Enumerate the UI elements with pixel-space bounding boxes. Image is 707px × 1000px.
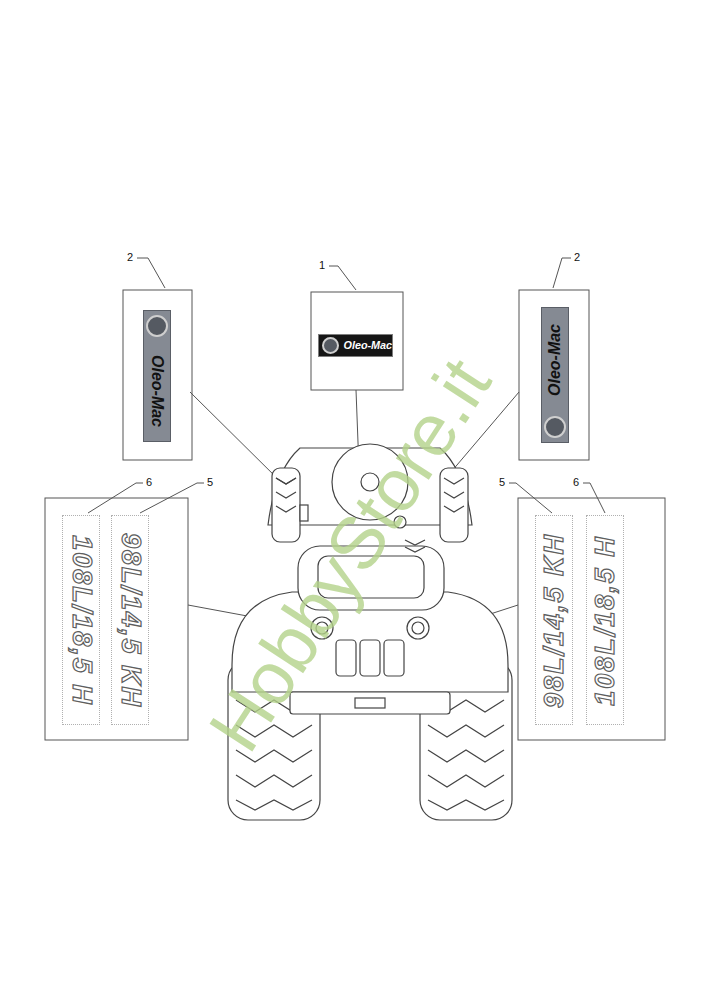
logo-decal: Oleo-Mac bbox=[318, 334, 393, 357]
callout-number: 6 bbox=[146, 477, 152, 488]
callout-number: 2 bbox=[127, 252, 133, 263]
logo-mark bbox=[544, 416, 566, 438]
callout-number: 5 bbox=[207, 477, 213, 488]
model-decal: 108L/18,5 H bbox=[62, 515, 100, 725]
decal-text: 98L/14,5 KH bbox=[117, 532, 144, 707]
side-decal: Oleo-Mac bbox=[143, 310, 171, 442]
decal-text: 108L/18,5 H bbox=[67, 535, 94, 706]
model-decal: 98L/14,5 KH bbox=[111, 515, 149, 725]
decal-text: Oleo-Mac bbox=[149, 355, 165, 427]
model-decal: 98L/14,5 KH bbox=[535, 515, 573, 725]
decal-text: Oleo-Mac bbox=[547, 324, 563, 396]
callout-number: 1 bbox=[319, 260, 325, 271]
callout-number: 6 bbox=[573, 477, 579, 488]
logo-mark bbox=[322, 337, 339, 354]
model-decal: 108L/18,5 H bbox=[586, 515, 624, 725]
callout-number: 5 bbox=[499, 477, 505, 488]
decal-text: 108L/18,5 H bbox=[591, 535, 618, 706]
side-decal: Oleo-Mac bbox=[541, 307, 569, 443]
logo-mark bbox=[146, 315, 168, 337]
decal-text: Oleo-Mac bbox=[344, 340, 393, 351]
callout-number: 2 bbox=[574, 252, 580, 263]
decal-text: 98L/14,5 KH bbox=[541, 532, 568, 707]
